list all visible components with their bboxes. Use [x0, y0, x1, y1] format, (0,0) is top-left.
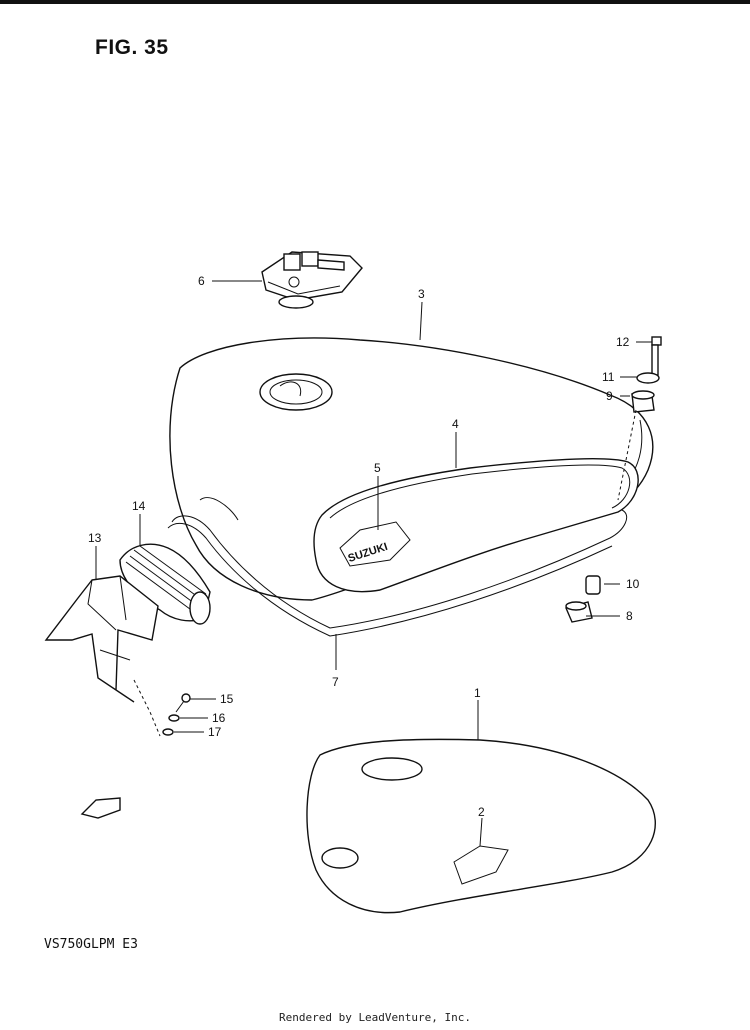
figure-title: FIG. 35: [95, 36, 169, 59]
callout-15: 15: [220, 692, 234, 706]
forward-arrow-icon: FWD: [80, 797, 121, 819]
callout-11: 11: [602, 370, 615, 384]
callout-1: 1: [474, 686, 481, 700]
callout-7: 7: [332, 675, 339, 689]
callout-2: 2: [478, 805, 485, 819]
forward-arrow-label: FWD: [96, 807, 112, 814]
tank-panel-part: SUZUKI: [313, 457, 639, 593]
bracket-part: [44, 575, 159, 703]
callout-16: 16: [212, 711, 226, 725]
callout-4: 4: [452, 417, 459, 431]
callout-17: 17: [208, 725, 222, 739]
callout-8: 8: [626, 609, 633, 623]
model-code: VS750GLPM E3: [44, 937, 138, 952]
callout-14: 14: [132, 499, 146, 513]
top-rule: [0, 0, 750, 4]
callout-3: 3: [418, 287, 425, 301]
callout-labels: 1 2 3 4 5 6 7 8 9 10 11 12 13 14 15 16 1…: [88, 274, 640, 819]
callout-10: 10: [626, 577, 640, 591]
leader-lines: [95, 280, 652, 847]
callout-9: 9: [606, 389, 613, 403]
tank-trim-part: [167, 509, 628, 637]
callout-6: 6: [198, 274, 205, 288]
callout-5: 5: [374, 461, 381, 475]
callout-12: 12: [616, 335, 630, 349]
fuel-cap-part: [261, 251, 363, 309]
callout-13: 13: [88, 531, 102, 545]
hardware-left: [162, 693, 191, 736]
hardware-right: [565, 336, 662, 623]
footer-credit: Rendered by LeadVenture, Inc.: [278, 1011, 472, 1024]
